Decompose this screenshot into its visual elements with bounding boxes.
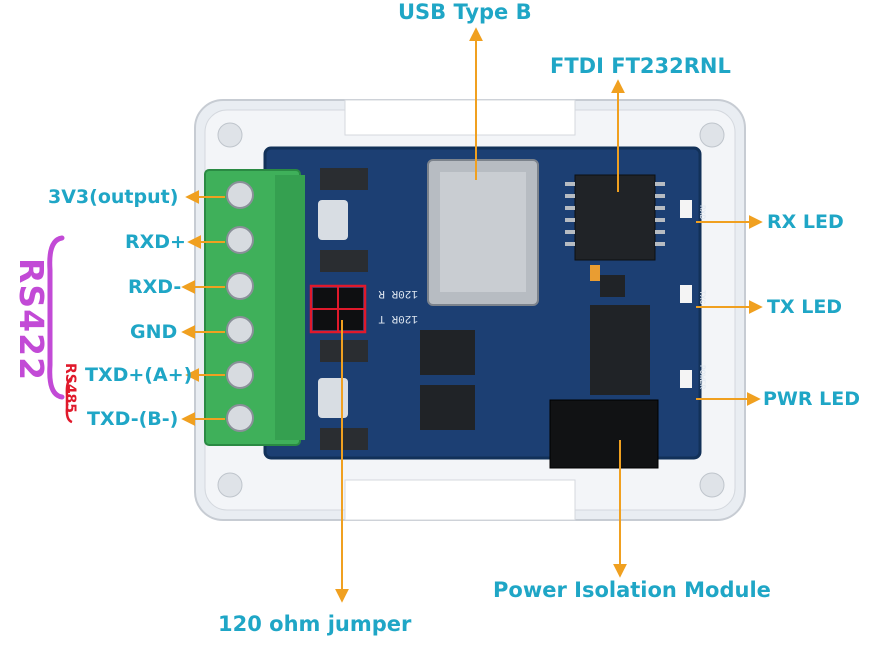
terminal-block	[204, 169, 305, 446]
screw-terminal-4	[226, 316, 254, 344]
smd-components	[318, 168, 692, 450]
silk-power: POWER	[697, 365, 706, 389]
label-3v3: 3V3(output)	[48, 186, 179, 208]
label-power-isolation: Power Isolation Module	[493, 578, 771, 602]
label-rxd-plus: RXD+	[125, 231, 186, 253]
ftdi-label: FTDI FT232RNL	[550, 54, 731, 78]
label-rs485: RS485	[62, 362, 79, 414]
silk-r-label: 120R R	[378, 287, 418, 299]
ftdi-chip	[565, 174, 665, 261]
silk-t-label: 120R T	[378, 312, 418, 324]
label-tx-led: TX LED	[767, 296, 843, 318]
screw-terminal-3	[226, 272, 254, 300]
silk-txc: TXC	[697, 290, 706, 305]
screw-terminal-1	[226, 181, 254, 209]
power-isolation-module	[549, 399, 659, 469]
usb-label: USB Type B	[398, 0, 532, 24]
screw-terminal-5	[226, 361, 254, 389]
rs422-bracket	[47, 235, 65, 400]
screw-terminal-6	[226, 404, 254, 432]
screw-terminal-2	[226, 226, 254, 254]
label-rxd-minus: RXD-	[128, 276, 182, 298]
label-pwr-led: PWR LED	[763, 388, 860, 410]
label-rs422: RS422	[12, 257, 52, 382]
silk-rxd: RXD	[697, 205, 706, 220]
label-txd-plus: TXD+(A+)	[85, 364, 193, 386]
label-rx-led: RX LED	[767, 211, 844, 233]
label-gnd: GND	[130, 321, 178, 343]
transceiver-ic	[420, 275, 650, 430]
jumper-header	[309, 284, 367, 334]
label-txd-minus: TXD-(B-)	[87, 408, 179, 430]
rs485-bracket	[65, 376, 73, 424]
label-jumper: 120 ohm jumper	[218, 612, 412, 636]
usb-connector	[427, 159, 539, 306]
